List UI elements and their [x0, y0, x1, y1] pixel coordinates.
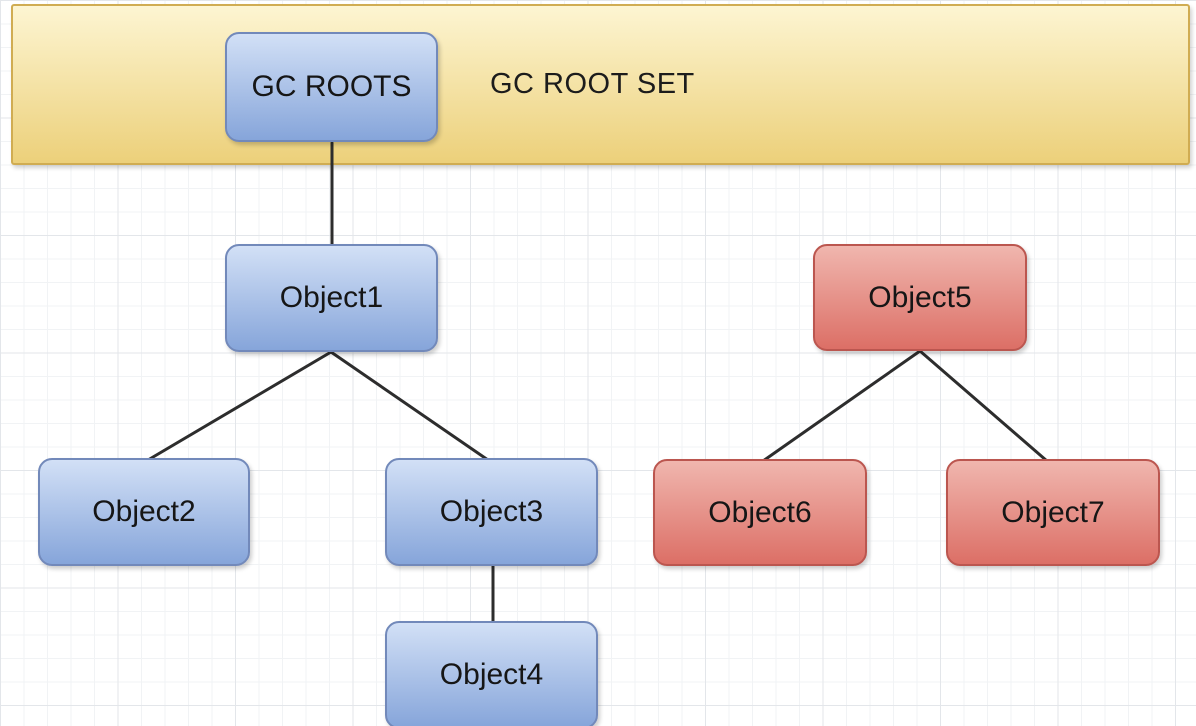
gc-root-set-banner[interactable]: GC ROOT SET	[11, 4, 1190, 165]
node-gc-roots-label: GC ROOTS	[251, 70, 412, 103]
gc-root-set-label: GC ROOT SET	[490, 68, 695, 100]
node-object2[interactable]: Object2	[38, 458, 250, 566]
node-object5-label: Object5	[868, 280, 972, 314]
node-object6[interactable]: Object6	[653, 459, 867, 566]
node-object1[interactable]: Object1	[225, 244, 438, 352]
node-object2-label: Object2	[92, 495, 196, 528]
node-object4[interactable]: Object4	[385, 621, 598, 726]
edge-object1-object3[interactable]	[329, 350, 490, 462]
node-object6-label: Object6	[708, 495, 812, 529]
node-object4-label: Object4	[439, 658, 544, 691]
node-object3-label: Object3	[439, 495, 544, 528]
edge-object5-object6[interactable]	[761, 349, 922, 463]
node-object7[interactable]: Object7	[946, 459, 1160, 566]
node-object3[interactable]: Object3	[385, 458, 598, 566]
node-object5[interactable]: Object5	[813, 244, 1027, 351]
node-object1-label: Object1	[279, 281, 384, 314]
edge-object5-object7[interactable]	[918, 349, 1049, 463]
edge-object1-object2[interactable]	[146, 350, 333, 462]
node-gc-roots[interactable]: GC ROOTS	[225, 32, 438, 142]
node-object7-label: Object7	[1001, 495, 1105, 529]
